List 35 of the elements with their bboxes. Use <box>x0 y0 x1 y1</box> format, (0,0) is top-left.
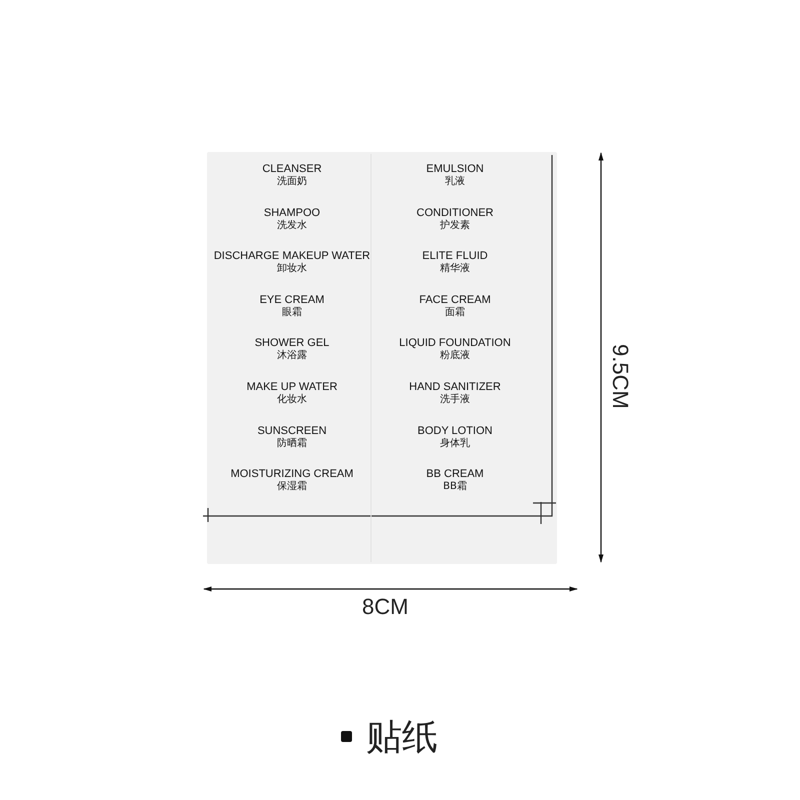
chinese-label-text: 精华液 <box>439 263 471 276</box>
chinese-label-text: 护发素 <box>439 220 471 232</box>
label-text: CLEANSER <box>261 163 323 176</box>
label-text: CONDITIONER <box>416 206 494 220</box>
chinese-label-text: BB霜 <box>442 481 468 494</box>
chinese-label-text: 沐浴露 <box>276 350 308 362</box>
chinese-label-text: 洗面奶 <box>276 176 308 188</box>
chinese-label-text: 保湿霜 <box>276 481 308 494</box>
label-text: LIQUID FOUNDATION <box>398 337 512 350</box>
chinese-label-text: 化妆水 <box>276 394 308 406</box>
label-text: ELITE FLUID <box>421 250 489 262</box>
caption-text: 贴纸 <box>366 716 438 760</box>
label-text: MAKE UP WATER <box>246 381 338 394</box>
label-text: SUNSCREEN <box>256 424 328 438</box>
label-text: SHOWER GEL <box>254 337 330 350</box>
label-text: DISCHARGE MAKEUP WATER <box>212 250 372 262</box>
label-text: HAND SANITIZER <box>408 381 502 394</box>
label-text: SHAMPOO <box>262 206 322 220</box>
label-text: EMULSION <box>425 163 485 176</box>
dimension-label: 9.5CM <box>607 344 633 409</box>
chinese-label-text: 眼霜 <box>281 306 303 319</box>
chinese-label-text: 洗手液 <box>439 394 471 406</box>
label-text: FACE CREAM <box>418 294 492 307</box>
chinese-label-text: 面霜 <box>444 306 466 319</box>
chinese-label-text: 卸妆水 <box>276 263 308 276</box>
label-text: MOISTURIZING CREAM <box>230 468 354 481</box>
label-text: EYE CREAM <box>258 294 326 307</box>
label-text: BB CREAM <box>425 468 485 481</box>
chinese-label-text: 乳液 <box>444 176 466 188</box>
dimension-label: 8CM <box>362 594 408 620</box>
label-text: BODY LOTION <box>416 424 494 438</box>
chinese-label-text: 防晒霜 <box>276 438 308 450</box>
chinese-label-text: 身体乳 <box>439 438 471 450</box>
chinese-label-text: 粉底液 <box>439 350 471 362</box>
chinese-label-text: 洗发水 <box>276 220 308 232</box>
